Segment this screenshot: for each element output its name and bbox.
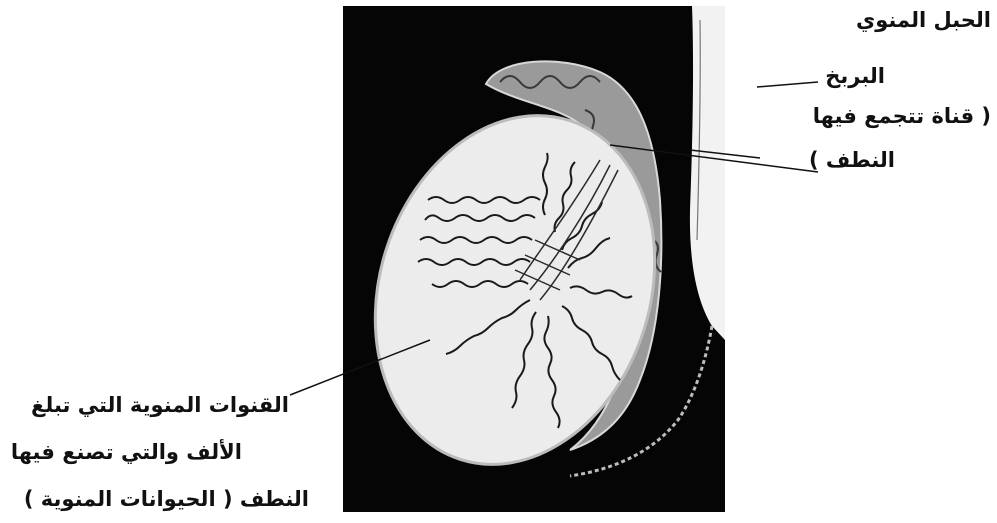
label-tubules-1: القنوات المنوية التي تبلغ <box>31 393 289 418</box>
label-epididymis: البربخ <box>825 64 885 89</box>
label-epididymis-note-2: النطف ) <box>809 148 895 173</box>
label-tubules-2: الألف والتي تصنع فيها <box>11 440 242 465</box>
label-tubules-3: النطف ( الحيوانات المنوية ) <box>24 487 309 512</box>
label-epididymis-note-1: ( قناة تتجمع فيها <box>813 104 991 129</box>
leader-line-spermatic-cord <box>757 82 818 87</box>
label-spermatic-cord: الحبل المنوي <box>856 8 991 33</box>
